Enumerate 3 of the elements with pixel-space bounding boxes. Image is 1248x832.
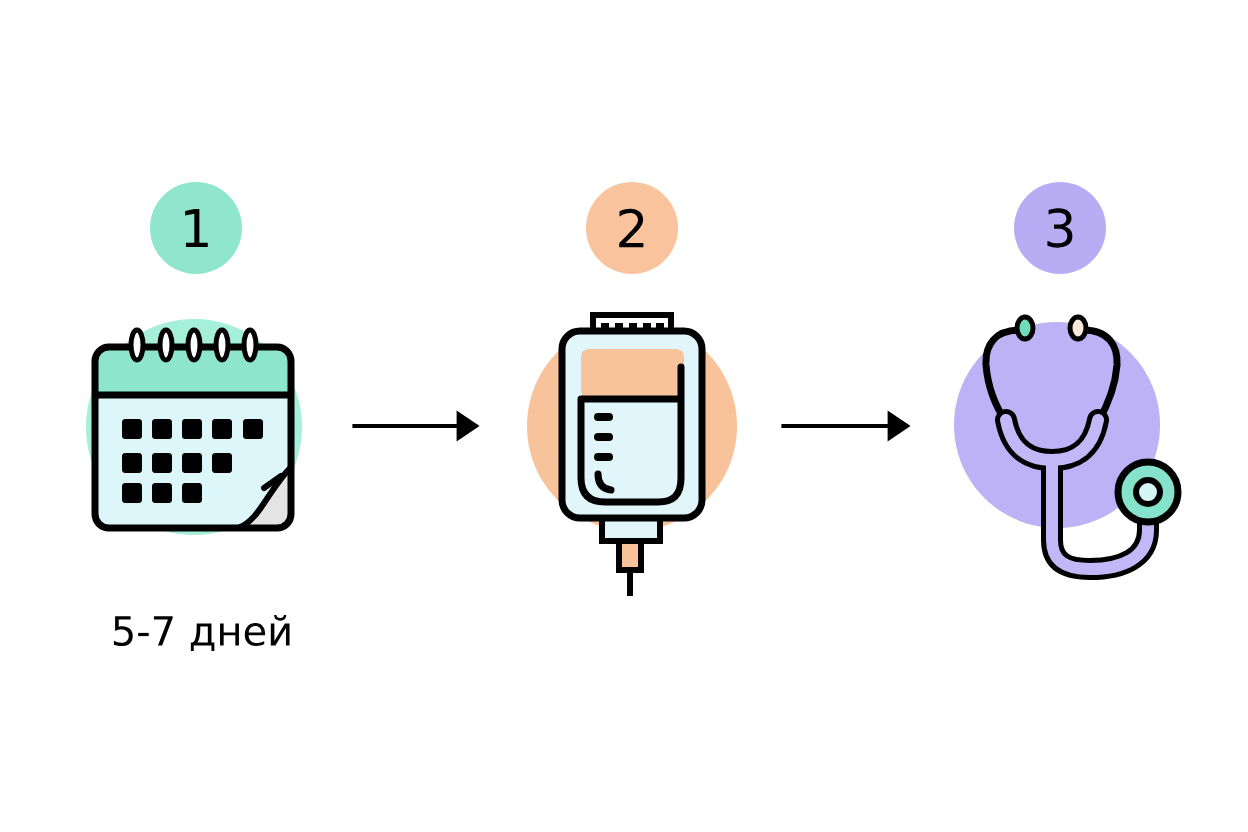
- stethoscope-icon: [954, 314, 1182, 580]
- duration-text: 5-7 дней: [113, 615, 290, 651]
- calendar-icon: [86, 319, 302, 535]
